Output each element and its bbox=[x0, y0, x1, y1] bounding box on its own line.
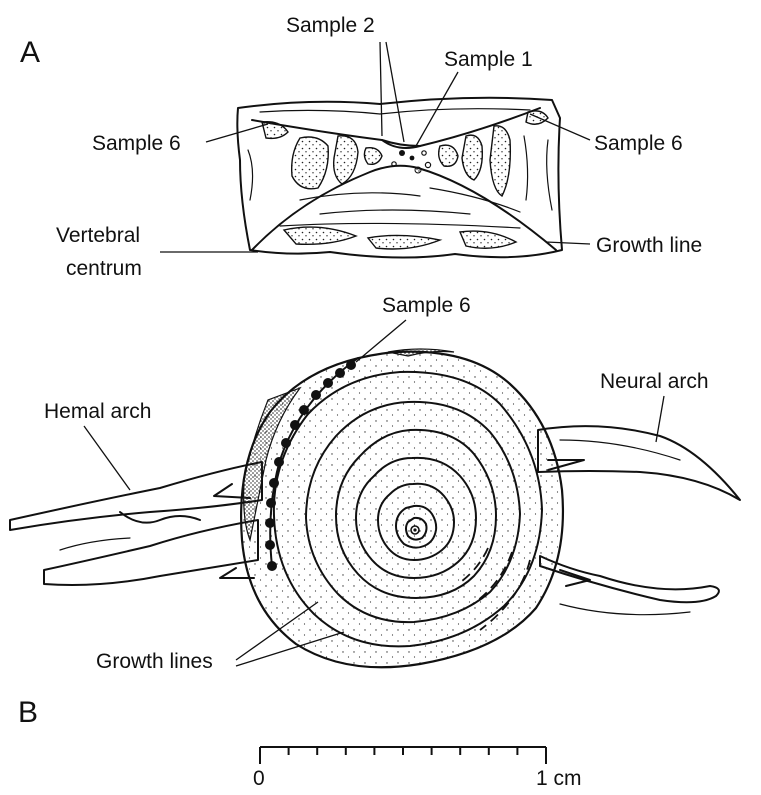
label-sample-2: Sample 2 bbox=[286, 14, 375, 37]
scale-ticks bbox=[260, 747, 546, 764]
label-neural-arch: Neural arch bbox=[600, 370, 709, 393]
vertebral-centrum-side-view bbox=[237, 98, 562, 258]
label-centrum: centrum bbox=[66, 257, 142, 280]
panel-label-b: B bbox=[18, 696, 38, 729]
scale-bar: 0 1 cm bbox=[253, 747, 582, 790]
scale-label-end: 1 cm bbox=[536, 767, 582, 790]
label-growth-line: Growth line bbox=[596, 234, 702, 257]
label-growth-lines: Growth lines bbox=[96, 650, 213, 673]
scale-label-start: 0 bbox=[253, 767, 265, 790]
label-sample-6-b: Sample 6 bbox=[382, 294, 471, 317]
vertebra-cross-section bbox=[10, 349, 740, 667]
label-vertebral: Vertebral bbox=[56, 224, 140, 247]
panel-label-a: A bbox=[20, 36, 40, 69]
label-sample-6-left: Sample 6 bbox=[92, 132, 181, 155]
label-sample-1: Sample 1 bbox=[444, 48, 533, 71]
label-hemal-arch: Hemal arch bbox=[44, 400, 151, 423]
label-sample-6-right: Sample 6 bbox=[594, 132, 683, 155]
